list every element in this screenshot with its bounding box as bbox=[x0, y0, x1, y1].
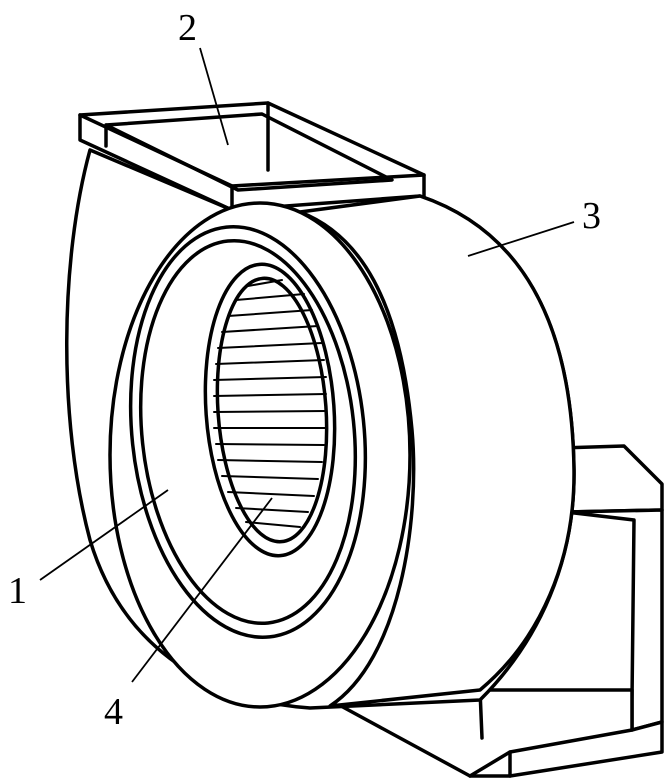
label-1: 1 bbox=[8, 570, 27, 612]
scroll-band bbox=[298, 194, 576, 708]
leader-3 bbox=[467, 221, 575, 257]
label-2: 2 bbox=[178, 7, 197, 49]
label-4: 4 bbox=[104, 691, 123, 733]
leader-1 bbox=[39, 489, 169, 581]
part-labels: 1 2 3 4 bbox=[8, 7, 601, 733]
leader-lines bbox=[39, 47, 575, 683]
impeller-blades bbox=[213, 279, 327, 528]
label-3: 3 bbox=[582, 195, 601, 237]
leader-4 bbox=[131, 497, 273, 683]
impeller bbox=[203, 262, 337, 558]
fan-base bbox=[328, 444, 664, 778]
leader-2 bbox=[199, 47, 229, 146]
